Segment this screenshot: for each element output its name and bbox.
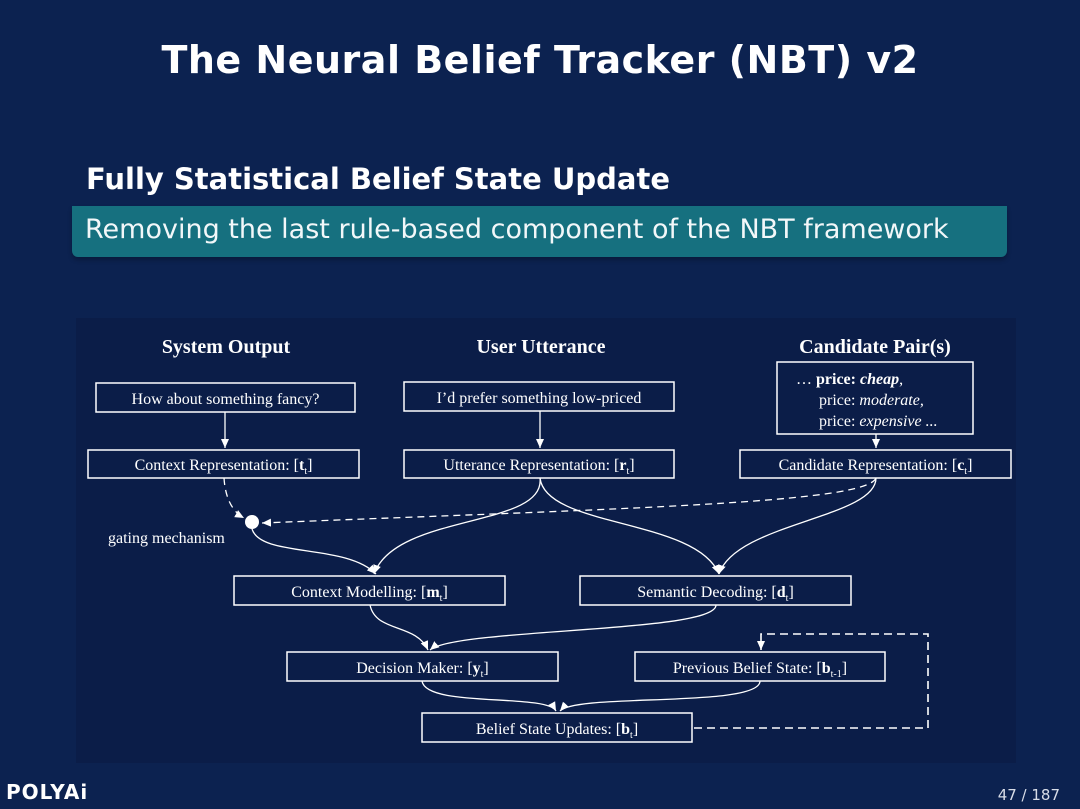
candidate-representation-node: Candidate Representation: [ct] <box>739 449 1012 479</box>
context-modelling-node: Context Modelling: [mt] <box>233 575 506 606</box>
input-system-output: How about something fancy? <box>95 382 356 413</box>
belief-state-updates-node: Belief State Updates: [bt] <box>421 712 693 743</box>
gating-label: gating mechanism <box>108 530 225 547</box>
svg-text:Context Modelling: [mt]: Context Modelling: [mt] <box>291 584 448 604</box>
previous-belief-state-node: Previous Belief State: [bt-1] <box>634 651 886 682</box>
feedback-loop-dashed <box>694 633 929 729</box>
decision-maker-node: Decision Maker: [yt] <box>286 651 559 682</box>
slide-title: The Neural Belief Tracker (NBT) v2 <box>161 38 919 82</box>
context-to-gate-dashed <box>223 477 245 519</box>
svg-text:Candidate Representation: [ct]: Candidate Representation: [ct] <box>779 457 973 477</box>
svg-text:Previous Belief State: [bt-1]: Previous Belief State: [bt-1] <box>673 660 847 680</box>
nbt-diagram: System Output User Utterance Candidate P… <box>76 318 1016 763</box>
utterance-representation-node: Utterance Representation: [rt] <box>403 449 675 479</box>
semantic-decoding-node: Semantic Decoding: [dt] <box>579 575 852 606</box>
input-user-utterance-text: I’d prefer something low-priced <box>437 390 642 407</box>
candidate-line-3: price: expensive ... <box>819 413 938 430</box>
svg-text:Decision Maker: [yt]: Decision Maker: [yt] <box>356 660 489 680</box>
input-user-utterance: I’d prefer something low-priced <box>403 381 675 412</box>
svg-text:Semantic Decoding: [dt]: Semantic Decoding: [dt] <box>637 584 794 604</box>
header-user-utterance: User Utterance <box>476 336 605 358</box>
candidate-line-1: … price: cheap, <box>796 371 903 388</box>
header-system-output: System Output <box>162 336 291 358</box>
candidate-line-2: price: moderate, <box>819 392 924 409</box>
block-title: Fully Statistical Belief State Update <box>86 162 671 196</box>
candidate-to-gate-dashed <box>261 477 877 527</box>
svg-text:Belief State Updates: [bt]: Belief State Updates: [bt] <box>476 721 638 741</box>
block-text: Removing the last rule-based component o… <box>85 214 949 245</box>
input-system-output-text: How about something fancy? <box>132 391 320 408</box>
page-number: 47 / 187 <box>997 786 1060 804</box>
context-representation-node: Context Representation: [tt] <box>87 449 360 479</box>
svg-text:Context Representation: [tt]: Context Representation: [tt] <box>135 457 313 477</box>
header-candidate-pairs: Candidate Pair(s) <box>799 336 951 358</box>
polyai-logo: POLYAi <box>6 780 89 804</box>
gating-node <box>245 515 259 529</box>
input-candidate-pairs: … price: cheap, price: moderate, price: … <box>776 361 974 435</box>
svg-text:Utterance Representation: [rt]: Utterance Representation: [rt] <box>443 457 634 477</box>
block-body: Removing the last rule-based component o… <box>72 206 1007 257</box>
